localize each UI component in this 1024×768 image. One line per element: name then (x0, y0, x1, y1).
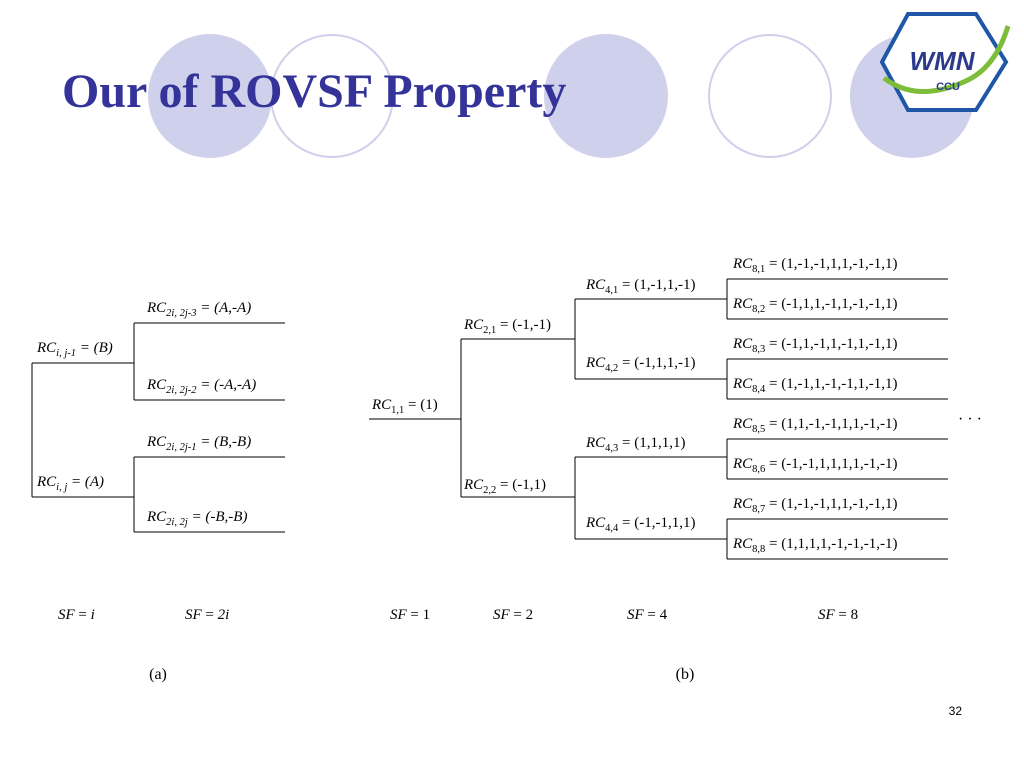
b-sf-label-3: SF = 4 (627, 607, 668, 623)
b-node-rc8-5: RC8,5 = (1,1,-1,-1,1,1,-1,-1) (732, 416, 897, 435)
decor-circle-1 (148, 34, 272, 158)
b-node-rc8-4: RC8,4 = (1,-1,1,-1,-1,1,-1,1) (732, 376, 897, 395)
b-node-rc8-2: RC8,2 = (-1,1,1,-1,1,-1,-1,1) (732, 296, 897, 315)
b-node-rc2-1: RC2,1 = (-1,-1) (463, 317, 551, 336)
b-node-rc2-2: RC2,2 = (-1,1) (463, 477, 546, 496)
b-node-rc4-3: RC4,3 = (1,1,1,1) (585, 435, 686, 454)
b-node-rc8-6: RC8,6 = (-1,-1,1,1,1,1,-1,-1) (732, 456, 897, 475)
b-sf-label-4: SF = 8 (818, 607, 858, 623)
b-node-rc4-1: RC4,1 = (1,-1,1,-1) (585, 277, 696, 296)
tree-branch-lines (31, 278, 948, 560)
decor-circle-3 (544, 34, 668, 158)
decor-circle-2 (270, 34, 394, 158)
b-node-rc8-7: RC8,7 = (1,-1,-1,1,1,-1,-1,1) (732, 496, 897, 515)
a-sf-label-2: SF = 2i (185, 607, 229, 623)
page-number: 32 (948, 704, 962, 718)
b-node-rc8-1: RC8,1 = (1,-1,-1,1,1,-1,-1,1) (732, 256, 897, 275)
ellipsis: · · · (958, 411, 982, 428)
caption-b: (b) (676, 666, 695, 683)
a-node-leaf-2: RC2i, 2j-2 = (-A,-A) (146, 377, 256, 396)
a-sf-label-1: SF = i (58, 607, 95, 623)
b-node-rc1-1: RC1,1 = (1) (371, 397, 438, 416)
decor-circle-4 (708, 34, 832, 158)
caption-a: (a) (149, 666, 167, 683)
logo-subtext: CCU (936, 81, 960, 93)
a-node-leaf-3: RC2i, 2j-1 = (B,-B) (146, 434, 251, 453)
tree-node-labels: RCi, j-1 = (B) RCi, j = (A) RC2i, 2j-3 = (… (36, 256, 897, 623)
b-node-rc4-4: RC4,4 = (-1,-1,1,1) (585, 515, 696, 534)
logo-text: WMN (910, 46, 976, 76)
logo-swoosh-icon (882, 25, 1011, 94)
a-node-leaf-1: RC2i, 2j-3 = (A,-A) (146, 300, 251, 319)
wmn-logo: WMN CCU (879, 12, 1011, 112)
a-node-root-b: RCi, j-1 = (B) (36, 340, 113, 359)
slide-title: Our of ROVSF Property (62, 65, 567, 118)
b-sf-label-1: SF = 1 (390, 607, 430, 623)
b-sf-label-2: SF = 2 (493, 607, 533, 623)
b-node-rc8-3: RC8,3 = (-1,1,-1,1,-1,1,-1,1) (732, 336, 897, 355)
logo-hexagon-icon (879, 12, 1009, 112)
a-node-leaf-4: RC2i, 2j = (-B,-B) (146, 509, 247, 528)
a-node-root-a: RCi, j = (A) (36, 474, 104, 493)
b-node-rc4-2: RC4,2 = (-1,1,1,-1) (585, 355, 696, 374)
b-node-rc8-8: RC8,8 = (1,1,1,1,-1,-1,-1,-1) (732, 536, 897, 555)
